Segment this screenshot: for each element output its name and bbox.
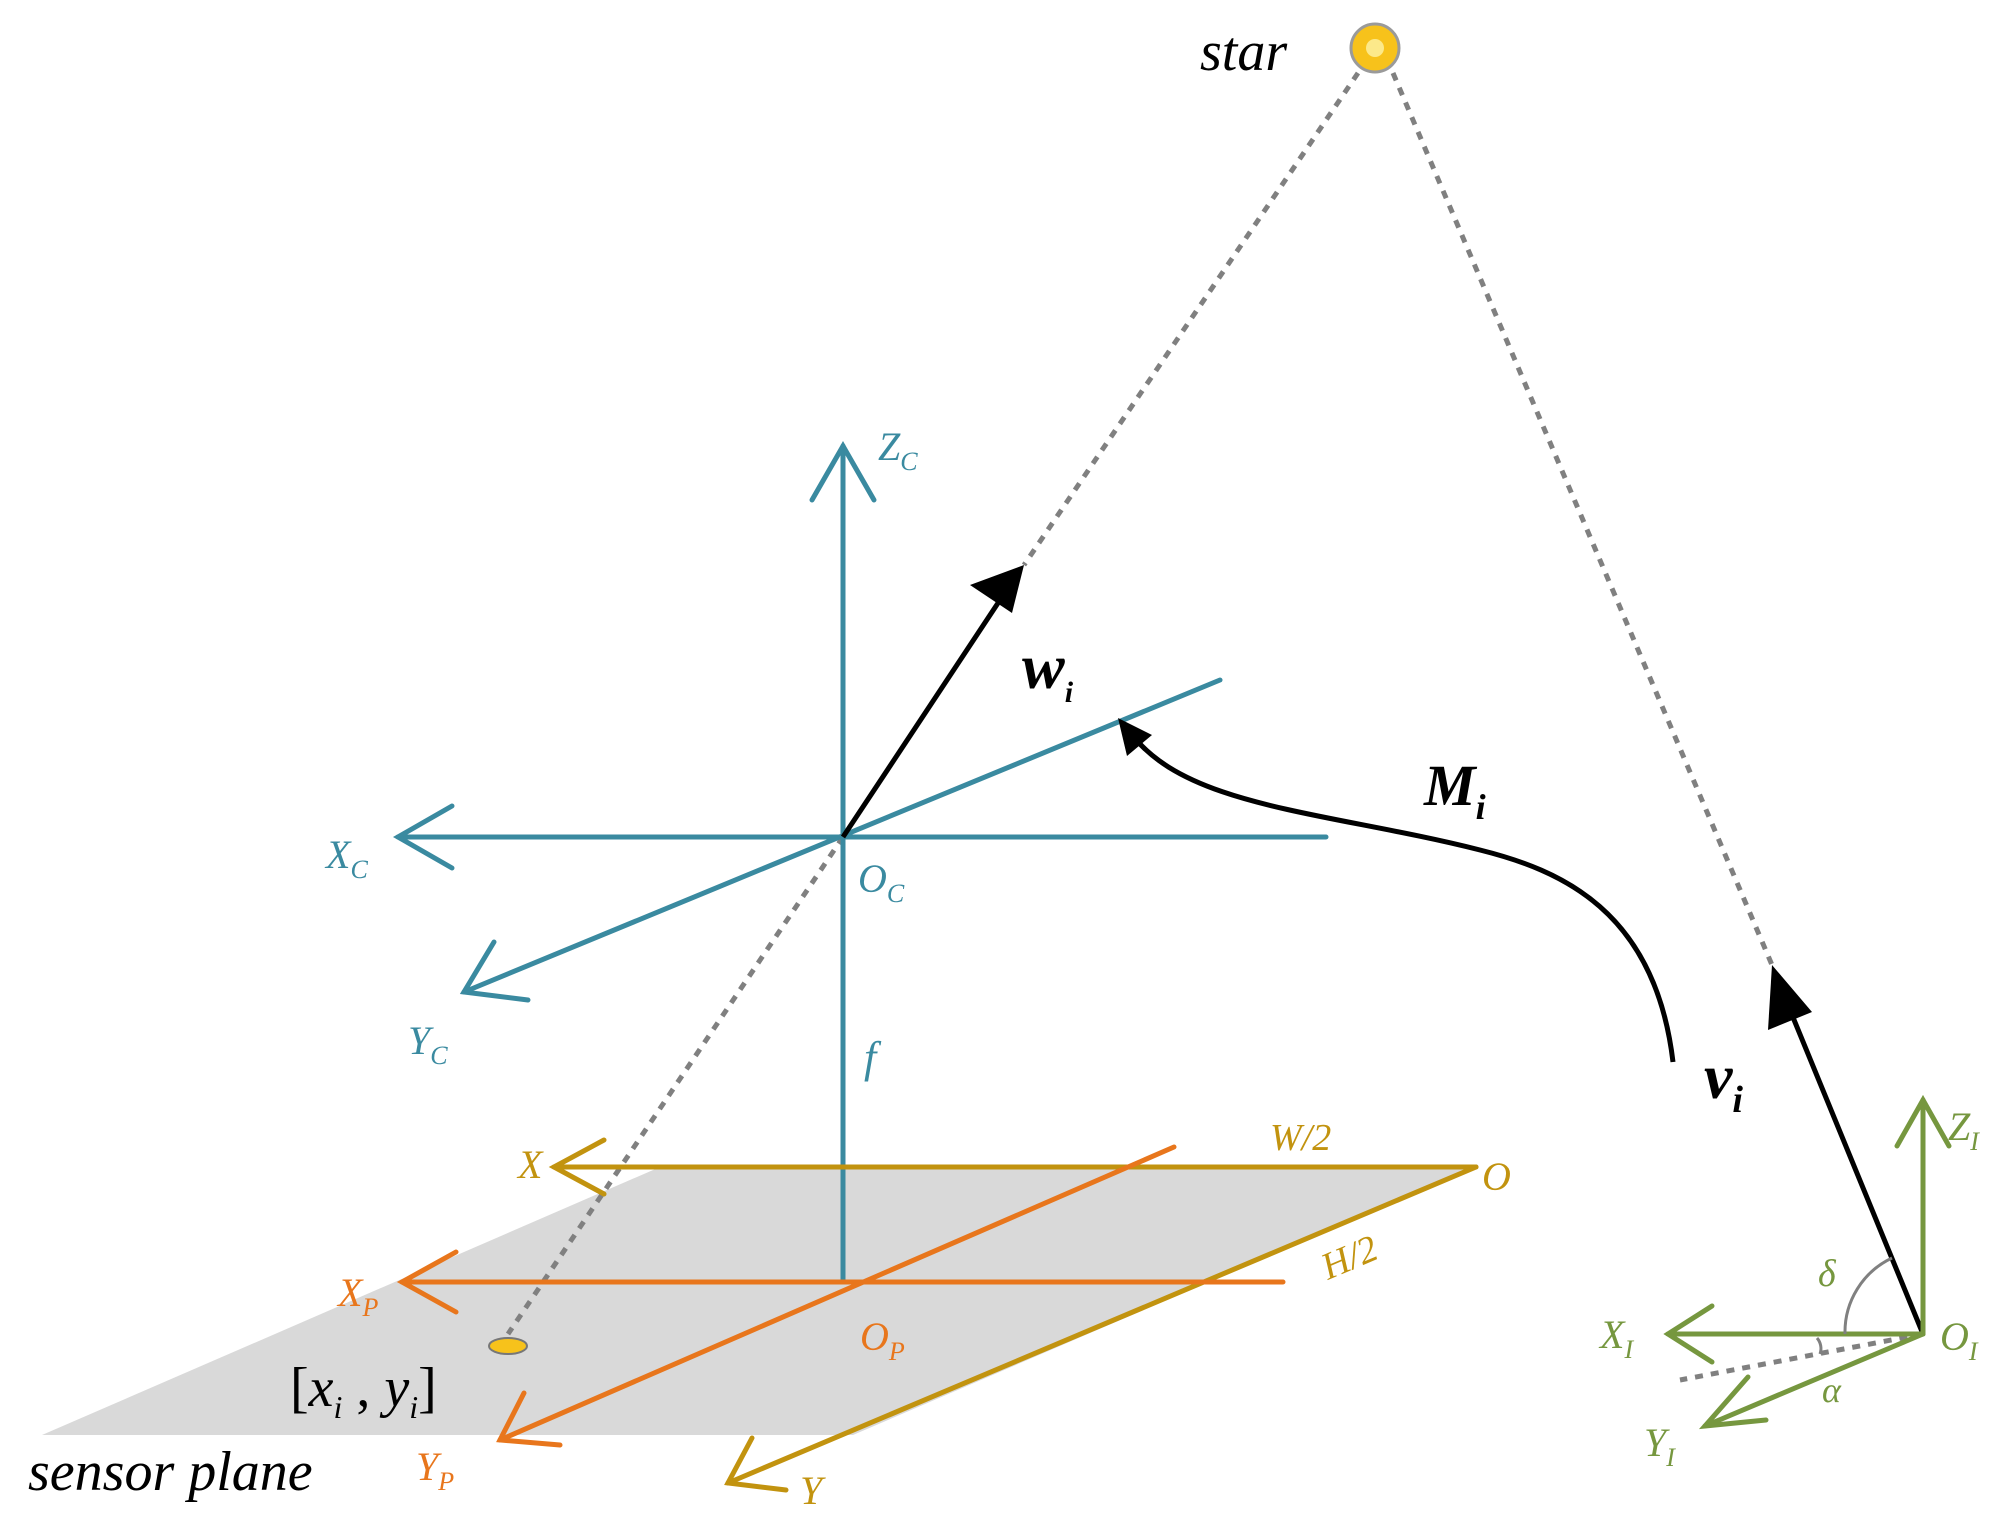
- sight-line-camera-to-image: [505, 835, 846, 1336]
- M-mapping-label: Mi: [1423, 753, 1486, 827]
- w-vector-shaft: [840, 598, 1003, 839]
- camera-x-arrowhead: [392, 803, 455, 871]
- inertial-frame: [1663, 1094, 1952, 1430]
- v-vector-shaft: [1787, 1009, 1926, 1335]
- pixel-y-arrowhead: [496, 1390, 563, 1448]
- camera-z-arrowhead: [809, 440, 877, 503]
- delta-angle-label: δ: [1818, 1253, 1837, 1295]
- pixel-origin-label: OP: [860, 1314, 905, 1366]
- star-dot-icon: [1349, 22, 1401, 74]
- alpha-angle-arc: [1815, 1337, 1823, 1355]
- sensor-plane-label: sensor plane: [28, 1441, 313, 1503]
- inertial-y-axis: [1702, 1331, 1926, 1429]
- sensor-y-arrowhead: [724, 1435, 789, 1493]
- sensor-y-axis: [725, 1164, 1479, 1486]
- lines-of-sight: [505, 71, 1924, 1383]
- v-vector-arrowhead: [1768, 965, 1812, 1030]
- inertial-y-label: YI: [1644, 1420, 1676, 1472]
- sensor-frame: [548, 1137, 1479, 1493]
- w-vector-arrowhead: [970, 565, 1024, 613]
- sensor-origin-label: O: [1482, 1154, 1511, 1199]
- delta-angle-arc: [1843, 1256, 1893, 1335]
- sensor-x-label: X: [516, 1142, 544, 1187]
- M-mapping-curve: [1127, 730, 1676, 1063]
- w-vector-label: wi: [1022, 631, 1074, 709]
- angle-arcs: [1815, 1256, 1893, 1355]
- camera-origin-label: OC: [858, 856, 905, 908]
- inertial-x-label: XI: [1598, 1312, 1634, 1364]
- alpha-angle-label: α: [1822, 1370, 1842, 1410]
- pixel-y-label: YP: [416, 1444, 454, 1496]
- inertial-x-arrowhead: [1663, 1303, 1715, 1365]
- camera-z-label: ZC: [878, 424, 918, 476]
- pixel-frame: [396, 1144, 1286, 1448]
- pixel-x-label: XP: [336, 1270, 378, 1322]
- vectors: [840, 565, 1926, 1335]
- inertial-y-arrowhead: [1698, 1374, 1769, 1430]
- M-mapping-arrowhead: [1118, 718, 1152, 756]
- sensor-plane: [42, 1167, 1476, 1435]
- camera-y-arrowhead: [459, 939, 531, 1003]
- sight-line-star-to-inertial: [1390, 72, 1775, 966]
- camera-y-label: YC: [408, 1018, 448, 1070]
- sight-line-star-to-camera: [1021, 71, 1361, 567]
- image-point-coordinates-label: [xi , yi]: [290, 1357, 437, 1425]
- inertial-z-label: ZI: [1948, 1104, 1980, 1156]
- sensor-x-arrowhead: [548, 1137, 607, 1197]
- inertial-z-arrowhead: [1894, 1094, 1952, 1149]
- sensor-y-label: Y: [800, 1468, 826, 1513]
- sight-line-alpha-projection: [1679, 1331, 1924, 1383]
- v-vector-label: vi: [1704, 1041, 1743, 1121]
- focal-length-label: f: [864, 1033, 882, 1082]
- image-point-icon: [488, 1337, 528, 1355]
- camera-x-label: XC: [324, 832, 368, 884]
- half-width-label: W/2: [1270, 1117, 1331, 1159]
- pixel-y-axis: [497, 1144, 1177, 1443]
- half-height-label: H/2: [1314, 1227, 1384, 1288]
- inertial-origin-label: OI: [1940, 1314, 1979, 1366]
- star-label: star: [1200, 21, 1287, 83]
- pixel-x-arrowhead: [396, 1249, 459, 1315]
